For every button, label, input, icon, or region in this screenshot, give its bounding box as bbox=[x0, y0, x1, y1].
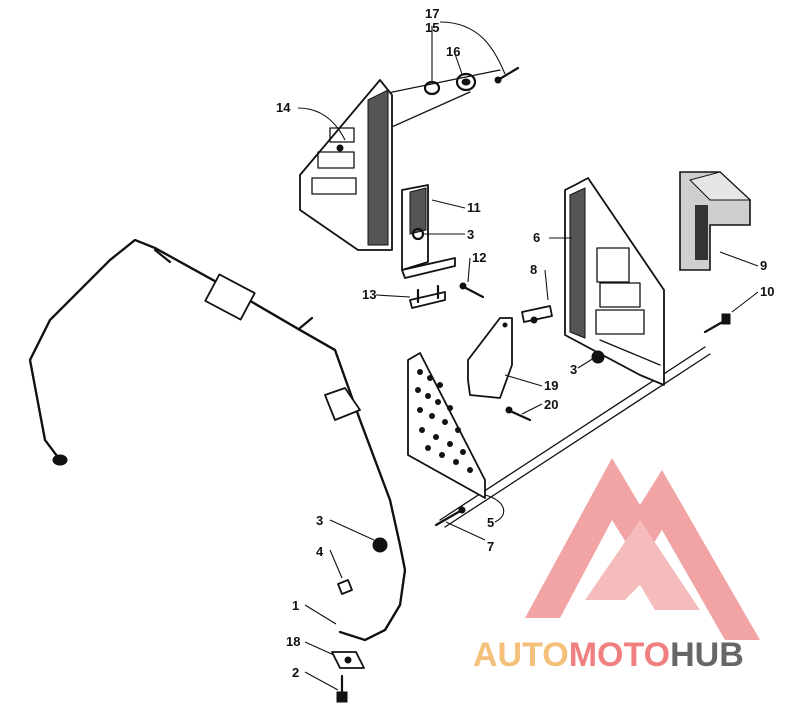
bracket-11 bbox=[401, 184, 456, 279]
callout-4: 4 bbox=[316, 544, 324, 559]
watermark-text-hub: HUB bbox=[670, 636, 744, 674]
callout-15: 15 bbox=[425, 20, 439, 35]
callout-2: 2 bbox=[292, 665, 299, 680]
watermark-text-auto: AUTO bbox=[473, 636, 569, 674]
callout-19: 19 bbox=[544, 378, 558, 393]
bolt-12 bbox=[459, 282, 485, 299]
watermark-text-moto: MOTO bbox=[569, 636, 670, 674]
nut-3-center bbox=[591, 350, 605, 364]
bracket-18 bbox=[331, 651, 365, 669]
nut-4 bbox=[337, 579, 353, 595]
callout-labels: 17 15 16 14 11 3 12 13 6 9 8 10 3 19 20 … bbox=[276, 6, 774, 680]
callout-18: 18 bbox=[286, 634, 300, 649]
callout-20: 20 bbox=[544, 397, 558, 412]
callout-1: 1 bbox=[292, 598, 299, 613]
callout-13: 13 bbox=[362, 287, 376, 302]
bolt-2 bbox=[336, 674, 348, 703]
watermark-inner-shape bbox=[585, 520, 700, 610]
callout-11: 11 bbox=[467, 200, 481, 215]
bolt-7 bbox=[434, 506, 466, 527]
callout-12: 12 bbox=[472, 250, 486, 265]
callout-6: 6 bbox=[533, 230, 540, 245]
clip-13 bbox=[409, 284, 446, 309]
left-side-plate bbox=[299, 79, 393, 251]
watermark-logo bbox=[525, 458, 760, 640]
callout-3-center: 3 bbox=[570, 362, 577, 377]
callout-16: 16 bbox=[446, 44, 460, 59]
plate-holes bbox=[415, 369, 473, 473]
foam-block bbox=[679, 171, 752, 271]
bearing-parts bbox=[423, 66, 520, 96]
callout-5: 5 bbox=[487, 515, 494, 530]
callout-17: 17 bbox=[425, 6, 439, 21]
callout-8: 8 bbox=[530, 262, 537, 277]
latch-8 bbox=[521, 305, 553, 324]
callout-3-upper: 3 bbox=[467, 227, 474, 242]
bolt-10 bbox=[703, 313, 731, 334]
perforated-plate bbox=[407, 352, 486, 499]
watermark-text: AUTOMOTOHUB bbox=[473, 636, 744, 674]
callout-10: 10 bbox=[760, 284, 774, 299]
bolt-20 bbox=[505, 406, 532, 422]
bumper-bar bbox=[28, 238, 407, 642]
guard-19 bbox=[467, 317, 513, 399]
callout-7: 7 bbox=[487, 539, 494, 554]
right-side-plate bbox=[564, 177, 665, 386]
callout-3-lower: 3 bbox=[316, 513, 323, 528]
nut-3-lower bbox=[372, 537, 388, 553]
callout-14: 14 bbox=[276, 100, 291, 115]
callout-9: 9 bbox=[760, 258, 767, 273]
leader-lines bbox=[297, 21, 759, 691]
